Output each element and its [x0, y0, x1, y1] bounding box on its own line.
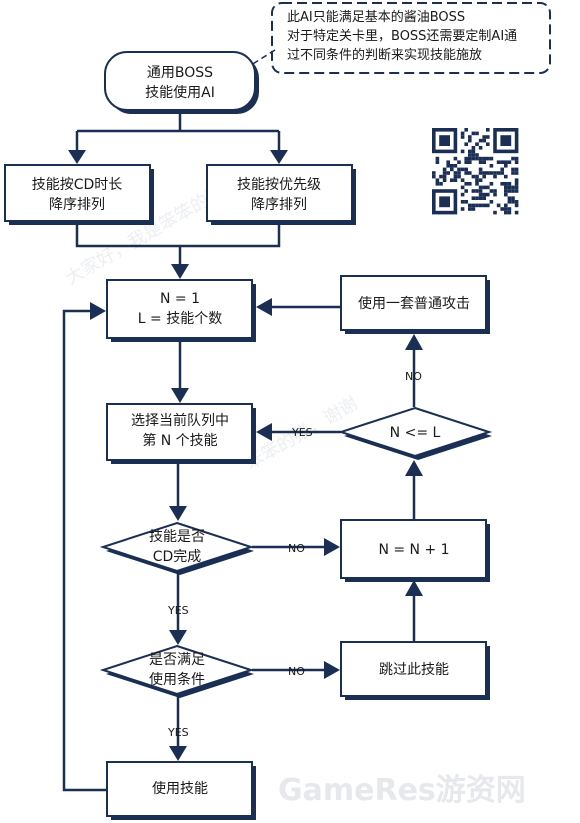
arrowhead	[405, 460, 423, 476]
node-label: 降序排列	[251, 197, 307, 213]
node-label: N = 1	[160, 291, 200, 307]
node-label: 技能使用AI	[145, 84, 215, 101]
note-line: 对于特定关卡里，BOSS还需要定制AI通	[287, 29, 517, 44]
arrowhead	[169, 630, 187, 645]
increment-node: N = N + 1	[340, 519, 490, 582]
node-label: 技能按CD时长	[32, 177, 123, 193]
edge-line	[62, 309, 107, 792]
arrowhead	[90, 302, 106, 320]
edge-label-yes: YES	[167, 604, 189, 617]
node-label: 使用一套普通攻击	[358, 295, 470, 312]
node-label: 使用条件	[149, 671, 205, 688]
edge-label-no: NO	[288, 542, 305, 555]
use-skill-node: 使用技能	[106, 761, 256, 820]
arrowhead	[405, 334, 423, 350]
node-label: 通用BOSS	[147, 65, 213, 81]
edge-label-no: NO	[288, 665, 305, 678]
arrowhead	[171, 264, 189, 279]
node-label: 技能是否	[149, 529, 205, 545]
node-label: 是否满足	[149, 652, 205, 668]
init-node: N = 1 L = 技能个数	[106, 279, 256, 342]
arrowhead	[68, 150, 86, 164]
edge-label-no: NO	[405, 370, 422, 383]
arrowhead	[324, 661, 340, 679]
arrowhead	[256, 298, 272, 316]
node-label: N <= L	[390, 425, 441, 441]
arrowhead	[324, 538, 340, 556]
arrowhead	[169, 746, 187, 761]
qr-code-icon	[430, 126, 521, 217]
node-label: CD完成	[153, 549, 202, 565]
sort-priority-node: 技能按优先级 降序排列	[206, 164, 356, 225]
arrowhead	[169, 506, 187, 521]
arrowhead	[171, 388, 189, 403]
node-label: 选择当前队列中	[131, 412, 229, 429]
node-label: L = 技能个数	[138, 311, 222, 327]
arrowhead	[405, 580, 423, 596]
node-label: 技能按优先级	[237, 177, 321, 193]
normal-attack-node: 使用一套普通攻击	[340, 275, 490, 334]
select-skill-node: 选择当前队列中 第 N 个技能	[106, 403, 256, 464]
check-condition-decision: 是否满足 使用条件	[99, 644, 255, 698]
start-node: 通用BOSS 技能使用AI	[104, 51, 259, 114]
note-line: 过不同条件的判断来实现技能施放	[287, 47, 482, 63]
node-label: 第 N 个技能	[142, 432, 217, 449]
node-label: 跳过此技能	[379, 662, 449, 678]
arrowhead	[256, 423, 272, 441]
watermark-brand: GameRes游资网	[278, 773, 526, 808]
sort-cd-node: 技能按CD时长 降序排列	[4, 164, 154, 225]
node-label: 使用技能	[152, 780, 208, 797]
edge-label-yes: YES	[291, 426, 313, 439]
skip-skill-node: 跳过此技能	[340, 641, 490, 700]
edge-label-yes: YES	[167, 726, 189, 739]
node-label: N = N + 1	[378, 542, 449, 558]
node-label: 降序排列	[49, 197, 105, 213]
check-cd-decision: 技能是否 CD完成	[99, 521, 255, 575]
edge-line	[75, 223, 281, 248]
note-callout: 此AI只能满足基本的酱油BOSS 对于特定关卡里，BOSS还需要定制AI通 过不…	[239, 2, 551, 74]
check-n-decision: N <= L	[337, 406, 493, 460]
arrowhead	[270, 150, 288, 164]
note-line: 此AI只能满足基本的酱油BOSS	[287, 9, 465, 25]
